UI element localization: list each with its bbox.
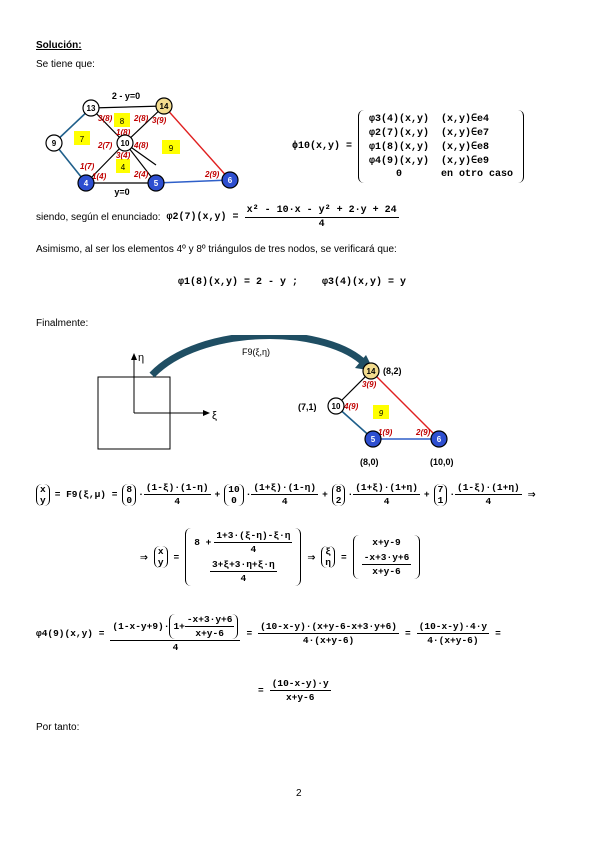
local-label: 2(4) bbox=[133, 170, 149, 179]
node-13: 13 bbox=[87, 104, 96, 113]
edge-label-top: 2 - y=0 bbox=[112, 91, 140, 101]
mesh-diagram: 7 8 9 4 2 - y=0 y=0 3(8) 2(8) 1(8) 3(9) … bbox=[45, 91, 239, 197]
local-label: 2(7) bbox=[97, 141, 113, 150]
local-label: 3(9) bbox=[152, 116, 167, 125]
map-symbol: = F9(ξ,μ) = bbox=[54, 489, 118, 500]
element-label-7: 7 bbox=[80, 135, 85, 144]
local-label: 1(9) bbox=[378, 428, 393, 437]
case-func: φ3(4)(x,y) bbox=[369, 113, 430, 125]
given-fraction: x² - 10·x - y² + 2·y + 24 4 bbox=[244, 205, 399, 230]
given-numerator: x² - 10·x - y² + 2·y + 24 bbox=[244, 205, 399, 218]
case-row: φ1(8)(x,y) (x,y)∈e8 bbox=[363, 140, 519, 154]
local-label: 3(4) bbox=[116, 151, 131, 160]
node-14: 14 bbox=[160, 102, 169, 111]
local-label: 2(9) bbox=[415, 428, 431, 437]
element-9-label: 9 bbox=[379, 409, 384, 418]
solution-title: Solución: bbox=[36, 40, 82, 51]
case-row: φ4(9)(x,y) (x,y)∈e9 bbox=[363, 154, 519, 168]
local-label: 2(8) bbox=[133, 114, 149, 123]
intro-text: Se tiene que: bbox=[36, 59, 95, 70]
eta-label: η bbox=[138, 352, 144, 364]
local-label: 2(9) bbox=[204, 170, 220, 179]
element-label-8: 8 bbox=[120, 117, 125, 126]
given-formula: siendo, según el enunciado: φ2(7)(x,y) =… bbox=[36, 205, 399, 230]
eq-phi1: φ1(8)(x,y) = 2 - y ; bbox=[178, 277, 299, 288]
por-tanto-text: Por tanto: bbox=[36, 722, 80, 733]
map-node-6: 6 bbox=[437, 435, 442, 444]
shape-fraction: (1-ξ)·(1+η)4 bbox=[455, 482, 522, 507]
map-node-5: 5 bbox=[371, 435, 376, 444]
case-row: φ3(4)(x,y) (x,y)∈e4 bbox=[363, 112, 519, 126]
shape-fraction: (1+ξ)·(1+η)4 bbox=[353, 482, 420, 507]
eq-phi3: φ3(4)(x,y) = y bbox=[322, 277, 407, 288]
case-cond: (x,y)∈e7 bbox=[441, 128, 490, 139]
shape-fraction: (1-ξ)·(1-η)4 bbox=[143, 482, 211, 507]
case-func: 0 bbox=[396, 169, 403, 180]
element-label-4: 4 bbox=[121, 163, 126, 172]
phi10-definition: ϕ10(x,y) = φ3(4)(x,y) (x,y)∈e4 φ2(7)(x,y)… bbox=[292, 110, 525, 183]
node-4: 4 bbox=[84, 179, 89, 188]
phi10-cases: φ3(4)(x,y) (x,y)∈e4 φ2(7)(x,y) (x,y)∈e7 φ1… bbox=[363, 112, 519, 181]
case-cond: en otro caso bbox=[441, 169, 514, 180]
node-9: 9 bbox=[52, 139, 57, 148]
node-6: 6 bbox=[228, 176, 233, 185]
case-cond: (x,y)∈e9 bbox=[441, 156, 490, 167]
case-row: 0 en otro caso bbox=[363, 168, 519, 181]
local-label: 1(7) bbox=[80, 162, 95, 171]
case-func: φ4(9)(x,y) bbox=[369, 155, 430, 167]
transform-label: F9(ξ,η) bbox=[242, 347, 270, 357]
map-node-14: 14 bbox=[367, 367, 376, 376]
node-5: 5 bbox=[154, 179, 159, 188]
case-cond: (x,y)∈e8 bbox=[441, 142, 490, 153]
coord-6: (10,0) bbox=[430, 457, 454, 467]
given-text: siendo, según el enunciado: bbox=[36, 212, 161, 223]
coord-5: (8,0) bbox=[360, 457, 379, 467]
given-denominator: 4 bbox=[318, 219, 325, 230]
coord-10: (7,1) bbox=[298, 402, 317, 412]
case-row: φ2(7)(x,y) (x,y)∈e7 bbox=[363, 126, 519, 140]
page-number: 2 bbox=[296, 788, 302, 799]
asimismo-text: Asimismo, al ser los elementos 4º y 8º t… bbox=[36, 244, 397, 255]
xi-label: ξ bbox=[212, 410, 217, 422]
local-label: 3(9) bbox=[362, 380, 377, 389]
local-label: 1(8) bbox=[116, 128, 131, 137]
node-10: 10 bbox=[121, 139, 130, 148]
element-label-9: 9 bbox=[169, 144, 174, 153]
given-lhs: φ2(7)(x,y) = bbox=[166, 212, 239, 223]
case-func: φ2(7)(x,y) bbox=[369, 127, 430, 139]
case-func: φ1(8)(x,y) bbox=[369, 141, 430, 153]
edge-label-bottom: y=0 bbox=[114, 187, 129, 197]
shape-fraction: (1+ξ)·(1-η)4 bbox=[251, 482, 319, 507]
phi4-fraction-2: (10-x-y)·(x+y-6-x+3·y+6)4·(x+y-6) bbox=[258, 621, 399, 646]
mapping-diagram: η ξ F9(ξ,η) 9 3(9) 4(9) 1(9) 2(9) 14 10 … bbox=[97, 335, 454, 467]
local-label: 4(9) bbox=[343, 402, 359, 411]
map-node-10: 10 bbox=[332, 402, 341, 411]
coord-14: (8,2) bbox=[383, 366, 402, 376]
local-label: 3(8) bbox=[98, 114, 113, 123]
phi10-lhs: ϕ10(x,y) = bbox=[292, 141, 353, 152]
case-cond: (x,y)∈e4 bbox=[441, 114, 490, 125]
local-label: 1(4) bbox=[92, 172, 107, 181]
local-label: 4(8) bbox=[133, 141, 149, 150]
finalmente-text: Finalmente: bbox=[36, 318, 89, 329]
